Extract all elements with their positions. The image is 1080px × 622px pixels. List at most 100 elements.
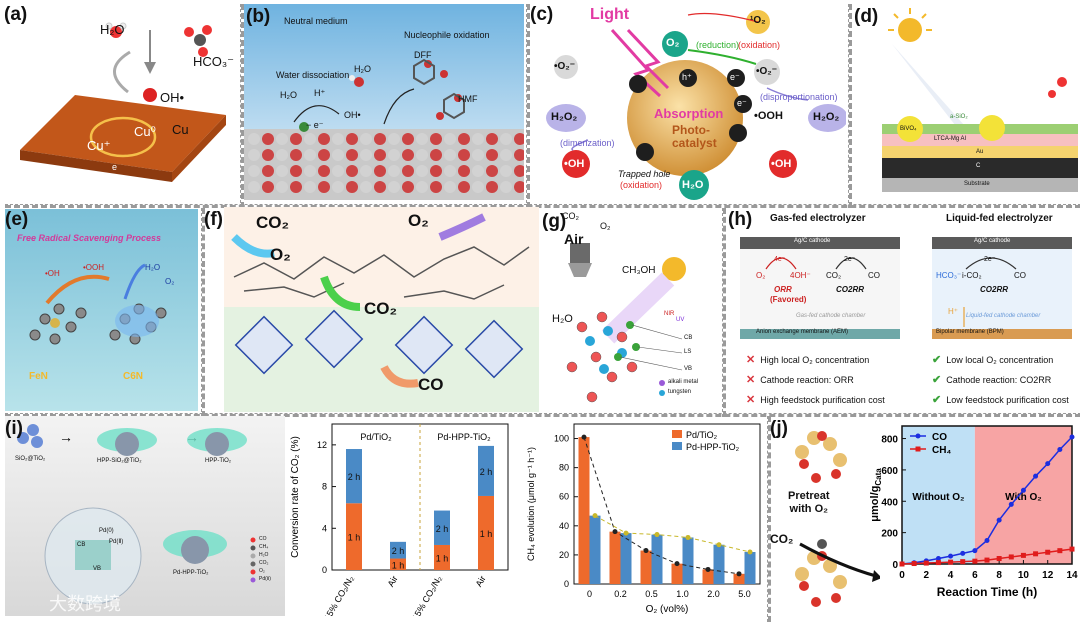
y-tick-label-1: 200 [881,529,898,540]
bar-label-1-3: 2 h [480,467,493,477]
point-1-1 [911,561,917,567]
panel-f-label: (f) [204,209,223,230]
point-0-10 [1020,487,1026,493]
panel-i-illustration: → → [5,416,285,616]
oh-b-label: OH• [344,110,361,120]
c6n-label: C6N [123,371,144,382]
point-1-12 [1045,549,1051,555]
separator-row2 [5,413,1080,417]
hole-1-label: h⁺ [682,72,692,82]
co-liquid-label: CO [1014,271,1026,280]
y-tick-label-2: 8 [322,482,327,492]
x-tick-label-2: 4 [948,570,954,581]
liquid-item-3-text: Low feedstock purification cost [946,394,1069,405]
panel-h-label: (h) [728,209,753,230]
point-1-3 [935,560,941,566]
gas-fed-title: Gas-fed electrolyzer [770,213,866,224]
point-0-0 [581,434,587,440]
ooh-label: •OOH [754,110,783,122]
oh-radical-label: OH• [160,90,185,105]
point-1-14 [1069,546,1075,552]
region-1 [974,426,1072,564]
cb-i-label: CB [77,542,86,548]
panel-e: Free Radical Scavenging Process •OH •OOH… [5,209,198,411]
gas-item-2: ✕Cathode reaction: ORR [746,373,854,386]
point-1-6 [972,558,978,564]
asio2-label: a-SiO₂ [950,114,968,120]
x-tick-label-3: 1.0 [676,589,689,599]
panel-c: Light Absorption Photo- catalyst O₂ (red… [528,0,846,202]
panel-a-illustration [20,22,226,182]
y-tick-label-0: 0 [564,579,569,589]
h2o2-left-label: H₂O₂ [551,111,578,123]
svg-text:→: → [59,429,73,445]
cross-icon: ✕ [746,354,756,366]
minus-e-label: − e⁻ [306,120,324,130]
point-0-1 [612,529,618,535]
y-tick-label-3: 600 [881,466,898,477]
point-1-8 [996,556,1002,562]
x-axis-label: Reaction Time (h) [937,585,1037,599]
bar-0-5 [733,573,745,584]
x-axis-label: O₂ (vol%) [646,604,689,615]
bar-1h-2 [434,544,450,570]
dff-label: DFF [414,50,432,60]
point-1-4 [948,559,954,565]
bar-1-3 [682,537,694,584]
ltca-label: LTCA-Mg Al [934,136,966,142]
two-e-liquid-label: 2e⁻ [984,256,996,263]
panel-h: Gas-fed electrolyzer Liquid-fed electrol… [726,207,1078,412]
two-e-gas-label: 2e⁻ [844,256,856,263]
y-axis-label-sub: Cata [874,468,883,486]
oh4-label: 4OH⁻ [790,271,811,280]
y-tick-label-1: 20 [559,550,569,560]
x-tick-label-1: Air [386,574,400,589]
photocatalyst-label: Photo- catalyst [672,123,717,150]
legend-marker-1 [915,446,921,452]
point-1-2 [654,532,660,538]
separator-v5 [722,208,726,417]
tungsten-label: tungsten [668,389,692,395]
bar-2h-2 [434,510,450,545]
point-1-3 [685,534,691,540]
bar-1-5 [744,552,756,584]
legend-o2: O₂ [259,568,265,574]
o2-out-label: O₂ [408,211,429,230]
x-tick-label-0: 0 [587,589,592,599]
vb-label: VB [684,366,693,372]
cu0-label: Cu⁰ [134,124,156,139]
point-0-4 [705,566,711,572]
bar-0-3 [671,563,683,584]
nir-label: NIR [664,311,675,317]
bar-label-0-0: 1 h [348,533,361,543]
co2-h-label: CO₂ [826,271,842,280]
water-dissociation-label: Water dissociation [276,70,350,80]
panel-d: a-SiO₂ BiVO₄ LTCA-Mg Al Au C Substrate (… [852,4,1078,200]
liquid-item-2: ✔Cathode reaction: CO2RR [932,373,1051,386]
liquid-item-3: ✔Low feedstock purification cost [932,393,1069,406]
panel-b-illustration [244,4,524,200]
point-0-4 [948,553,954,559]
panel-g: CO₂ O₂ Air CH₃OH H₂O NIR UV CB LS VB alk… [542,207,720,412]
orr-label: ORR [774,285,792,294]
disproportionation-label: (disproportionation) [760,92,838,102]
cross-icon: ✕ [746,374,756,386]
uv-label: UV [676,317,685,323]
separator-row1 [5,204,1080,208]
bar-0-1 [609,531,621,584]
y-tick-label-3: 60 [559,492,569,502]
liquid-fed-title: Liquid-fed electrolyzer [946,213,1053,224]
region-label-0: Without O₂ [912,492,964,503]
co2-j-label: CO₂ [770,532,794,546]
x-tick-label-4: 2.0 [707,589,720,599]
gas-item-1-text: High local O₂ concentration [760,354,870,365]
hpp-tio2-label: HPP-TiO₂ [205,458,232,464]
o2-g-label: O₂ [600,221,611,231]
bar-1-2 [651,534,663,584]
plot-frame [901,425,1073,565]
h2o-e-label: H₂O [145,263,161,272]
